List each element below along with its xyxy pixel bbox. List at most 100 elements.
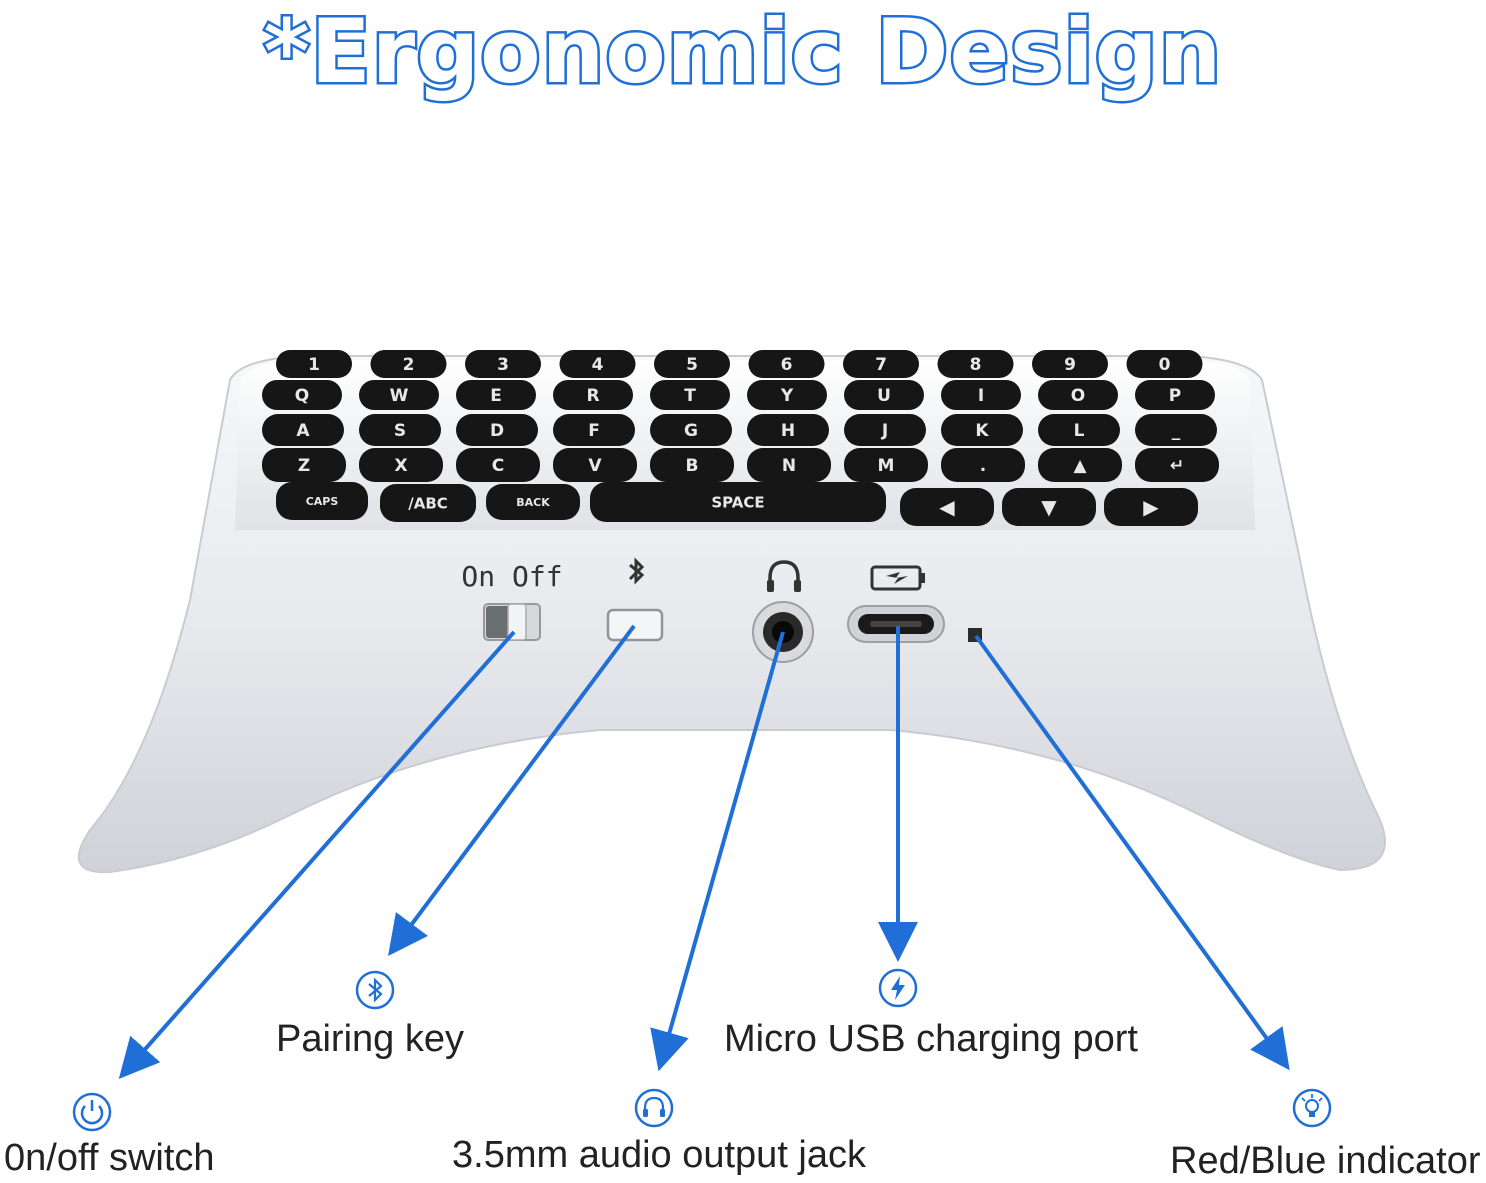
key-3-1: A xyxy=(262,414,344,446)
key-4-1: Z xyxy=(262,448,346,482)
key-4-7-cap xyxy=(844,448,928,482)
key-2-1: Q xyxy=(262,380,342,410)
bulb-icon xyxy=(1292,1088,1332,1128)
key-1-6-label: 6 xyxy=(781,355,793,375)
key-4-9: ▲ xyxy=(1038,448,1122,482)
key-3-7: J xyxy=(844,414,926,446)
key-4-9-cap xyxy=(1038,448,1122,482)
key-1-1-cap xyxy=(276,350,352,378)
key-symbols: /ABC xyxy=(380,484,476,522)
key-1-10-label: 0 xyxy=(1159,355,1171,375)
key-3-2-label: S xyxy=(394,421,406,441)
key-4-10-label: ↵ xyxy=(1170,456,1184,476)
key-2-3-cap xyxy=(456,380,536,410)
key-1-9: 9 xyxy=(1032,350,1108,378)
key-1-5-label: 5 xyxy=(686,355,698,375)
key-2-3-label: E xyxy=(490,386,502,406)
key-1-2-cap xyxy=(370,350,447,378)
arrow-pairing xyxy=(388,624,636,957)
key-3-10: _ xyxy=(1135,414,1217,446)
key-arrow-3-label: ▶ xyxy=(1143,495,1159,519)
key-1-3-label: 3 xyxy=(497,355,509,375)
key-3-9-cap xyxy=(1038,414,1120,446)
key-3-5-label: G xyxy=(684,421,698,441)
key-4-8: . xyxy=(941,448,1025,482)
key-3-4-cap xyxy=(553,414,635,446)
key-2-7-cap xyxy=(844,380,924,410)
key-2-8-cap xyxy=(941,380,1021,410)
key-4-4-cap xyxy=(553,448,637,482)
title-graphic: *Ergonomic Design xyxy=(261,0,1224,106)
key-3-6-label: H xyxy=(781,421,795,441)
key-3-6: H xyxy=(747,414,829,446)
key-1-4: 4 xyxy=(559,350,636,378)
key-2-10-label: P xyxy=(1169,386,1181,406)
key-4-10: ↵ xyxy=(1135,448,1219,482)
key-3-9-label: L xyxy=(1074,421,1085,441)
key-3-8: K xyxy=(941,414,1023,446)
key-4-5: B xyxy=(650,448,734,482)
key-1-5-cap xyxy=(654,350,730,378)
key-2-1-cap xyxy=(262,380,342,410)
pairing-button xyxy=(606,608,664,642)
key-4-5-label: B xyxy=(686,456,699,476)
key-1-10: 0 xyxy=(1126,350,1203,378)
switch-label: On Off xyxy=(461,560,562,593)
key-3-3-cap xyxy=(456,414,538,446)
key-4-6: N xyxy=(747,448,831,482)
key-symbols-cap xyxy=(380,484,476,522)
key-2-3: E xyxy=(456,380,536,410)
key-1-8-label: 8 xyxy=(970,355,982,375)
key-4-2-label: X xyxy=(394,456,407,476)
key-3-3: D xyxy=(456,414,538,446)
key-4-8-label: . xyxy=(980,456,986,476)
key-caps-cap xyxy=(276,482,368,520)
key-3-7-cap xyxy=(844,414,926,446)
key-back-cap xyxy=(486,484,580,520)
key-4-4-label: V xyxy=(588,456,602,476)
key-3-10-label: _ xyxy=(1172,421,1181,441)
key-arrow-1: ◀ xyxy=(900,488,994,526)
key-4-6-label: N xyxy=(782,456,796,476)
key-2-4-cap xyxy=(553,380,633,410)
key-arrow-1-cap xyxy=(900,488,994,526)
headphone-icon xyxy=(767,560,801,592)
key-2-5: T xyxy=(650,380,730,410)
key-1-10-cap xyxy=(1126,350,1203,378)
key-3-5-cap xyxy=(650,414,732,446)
key-3-5: G xyxy=(650,414,732,446)
power-icon xyxy=(72,1092,112,1132)
arrow-indicator xyxy=(974,634,1290,1071)
key-2-9-label: O xyxy=(1071,386,1085,406)
key-back-label: BACK xyxy=(516,496,550,509)
key-4-1-cap xyxy=(262,448,346,482)
key-3-9: L xyxy=(1038,414,1120,446)
arrow-jack xyxy=(650,631,785,1072)
headphone-callout-icon xyxy=(634,1088,674,1128)
key-back: BACK xyxy=(486,484,580,520)
key-1-8-cap xyxy=(937,350,1014,378)
key-1-2: 2 xyxy=(370,350,447,378)
key-2-6-cap xyxy=(747,380,827,410)
bluetooth-callout-icon xyxy=(355,970,395,1010)
key-space-cap xyxy=(590,482,886,522)
key-3-2: S xyxy=(359,414,441,446)
key-1-4-label: 4 xyxy=(592,355,604,375)
key-3-4-label: F xyxy=(588,421,600,441)
key-symbols-label: /ABC xyxy=(408,494,448,512)
key-4-7-label: M xyxy=(878,456,895,476)
key-1-7-label: 7 xyxy=(875,355,887,375)
key-3-8-label: K xyxy=(975,421,989,441)
key-2-10: P xyxy=(1135,380,1215,410)
key-2-2-cap xyxy=(359,380,439,410)
key-1-3: 3 xyxy=(465,350,541,378)
key-4-3: C xyxy=(456,448,540,482)
key-1-8: 8 xyxy=(937,350,1014,378)
key-1-2-label: 2 xyxy=(403,355,415,375)
key-2-2-label: W xyxy=(390,386,409,406)
key-space-label: SPACE xyxy=(711,493,764,511)
key-1-7: 7 xyxy=(843,350,919,378)
key-3-3-label: D xyxy=(490,421,504,441)
key-2-7-label: U xyxy=(877,386,891,406)
